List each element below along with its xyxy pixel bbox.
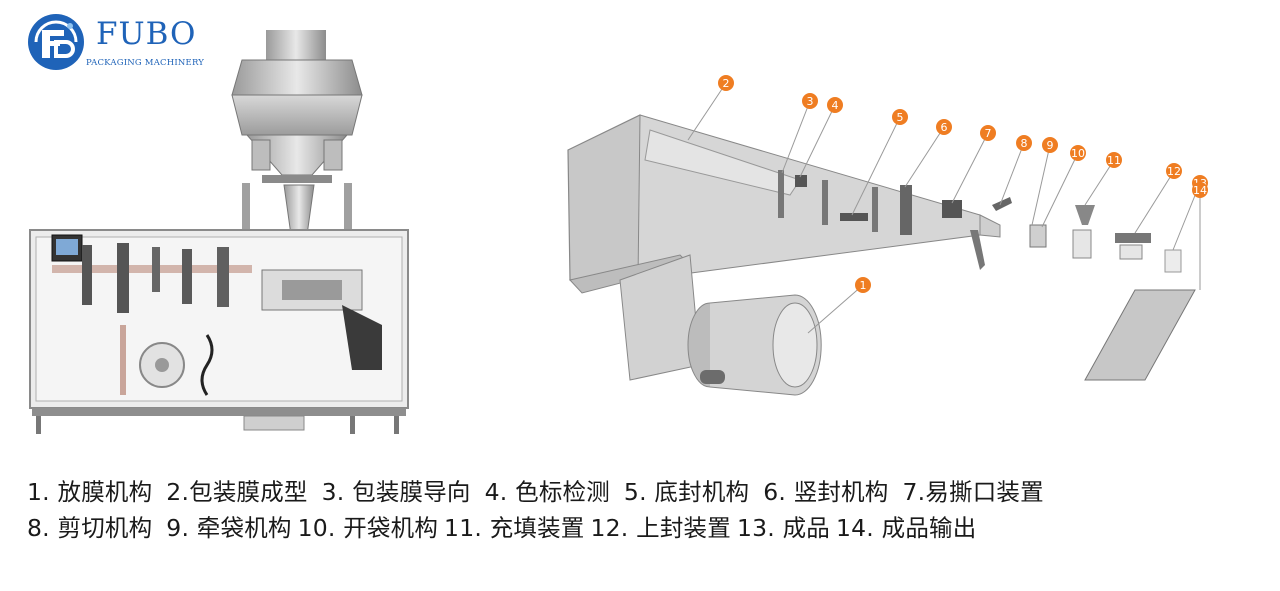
brand-name: FUBO bbox=[96, 16, 197, 52]
callout-badge-12 bbox=[1166, 163, 1182, 179]
callout-badge-2 bbox=[718, 75, 734, 91]
legend-item-4: 4. 色标检测 bbox=[484, 478, 610, 506]
fubo-logo: FUBO PACKAGING MACHINERY bbox=[26, 12, 216, 72]
legend-item-2: 2.包装膜成型 bbox=[166, 478, 308, 506]
callout-leader-10 bbox=[1041, 152, 1079, 228]
callouts: 1234567891011121314 bbox=[687, 75, 1208, 334]
callout-number-5: 5 bbox=[897, 111, 904, 124]
callout-number-9: 9 bbox=[1047, 139, 1054, 152]
callout-badge-11 bbox=[1106, 152, 1122, 168]
callout-leader-4 bbox=[799, 104, 836, 178]
film-roll bbox=[687, 294, 822, 396]
stations bbox=[778, 170, 1196, 381]
callout-number-11: 11 bbox=[1107, 154, 1121, 167]
callout-leader-2 bbox=[687, 82, 727, 141]
component-legend: 1. 放膜机构 2.包装膜成型 3. 包装膜导向 4. 色标检测 5. 底封机构 6. 竖… bbox=[27, 474, 1267, 546]
legend-line-1: 1. 放膜机构 2.包装膜成型 3. 包装膜导向 4. 色标检测 5. 底封机构 6. 竖… bbox=[27, 474, 1267, 510]
fubo-logo-mark-icon bbox=[28, 14, 84, 70]
legend-item-10: 10. 开袋机构 bbox=[297, 514, 439, 542]
callout-badge-10 bbox=[1070, 145, 1086, 161]
brand-subtitle: PACKAGING MACHINERY bbox=[86, 58, 205, 68]
callout-number-2: 2 bbox=[723, 77, 730, 90]
callout-number-3: 3 bbox=[807, 95, 814, 108]
legend-item-9: 9. 牵袋机构 bbox=[166, 514, 292, 542]
legend-item-6: 6. 竖封机构 bbox=[763, 478, 889, 506]
callout-leader-8 bbox=[999, 142, 1025, 206]
legend-item-13: 13. 成品 bbox=[736, 514, 830, 542]
callout-leader-9 bbox=[1031, 144, 1051, 226]
callout-badge-1 bbox=[855, 277, 871, 293]
weigher bbox=[231, 30, 363, 236]
callout-badge-3 bbox=[802, 93, 818, 109]
legend-item-8: 8. 剪切机构 bbox=[27, 514, 153, 542]
callout-badge-6 bbox=[936, 119, 952, 135]
callout-badge-14 bbox=[1192, 182, 1208, 198]
callout-number-1: 1 bbox=[860, 279, 867, 292]
callout-number-14: 14 bbox=[1193, 184, 1207, 197]
machine-illustration bbox=[29, 30, 409, 434]
callout-badge-4 bbox=[827, 97, 843, 113]
callout-leader-7 bbox=[951, 132, 989, 204]
machine-frame bbox=[29, 229, 409, 434]
callout-leader-11 bbox=[1084, 159, 1115, 206]
film-path bbox=[567, 114, 1001, 381]
callout-badge-5 bbox=[892, 109, 908, 125]
callout-leader-6 bbox=[904, 126, 945, 188]
legend-item-12: 12. 上封装置 bbox=[590, 514, 731, 542]
callout-number-8: 8 bbox=[1021, 137, 1028, 150]
callout-number-7: 7 bbox=[985, 127, 992, 140]
legend-item-3: 3. 包装膜导向 bbox=[321, 478, 471, 506]
callout-number-10: 10 bbox=[1071, 147, 1085, 160]
callout-badge-8 bbox=[1016, 135, 1032, 151]
legend-item-14: 14. 成品输出 bbox=[836, 514, 977, 542]
callout-leader-3 bbox=[781, 100, 811, 174]
legend-item-11: 11. 充填装置 bbox=[444, 514, 585, 542]
callout-number-6: 6 bbox=[941, 121, 948, 134]
callout-leader-1 bbox=[807, 284, 864, 334]
callout-leader-12 bbox=[1134, 170, 1175, 234]
callout-badge-9 bbox=[1042, 137, 1058, 153]
legend-item-5: 5. 底封机构 bbox=[623, 478, 750, 506]
legend-item-7: 7.易撕口装置 bbox=[902, 478, 1044, 506]
legend-item-1: 1. 放膜机构 bbox=[27, 478, 153, 506]
callout-number-4: 4 bbox=[832, 99, 839, 112]
process-diagram: 1234567891011121314 bbox=[567, 75, 1208, 396]
callout-number-12: 12 bbox=[1167, 165, 1181, 178]
callout-badge-7 bbox=[980, 125, 996, 141]
callout-leader-5 bbox=[851, 116, 901, 216]
